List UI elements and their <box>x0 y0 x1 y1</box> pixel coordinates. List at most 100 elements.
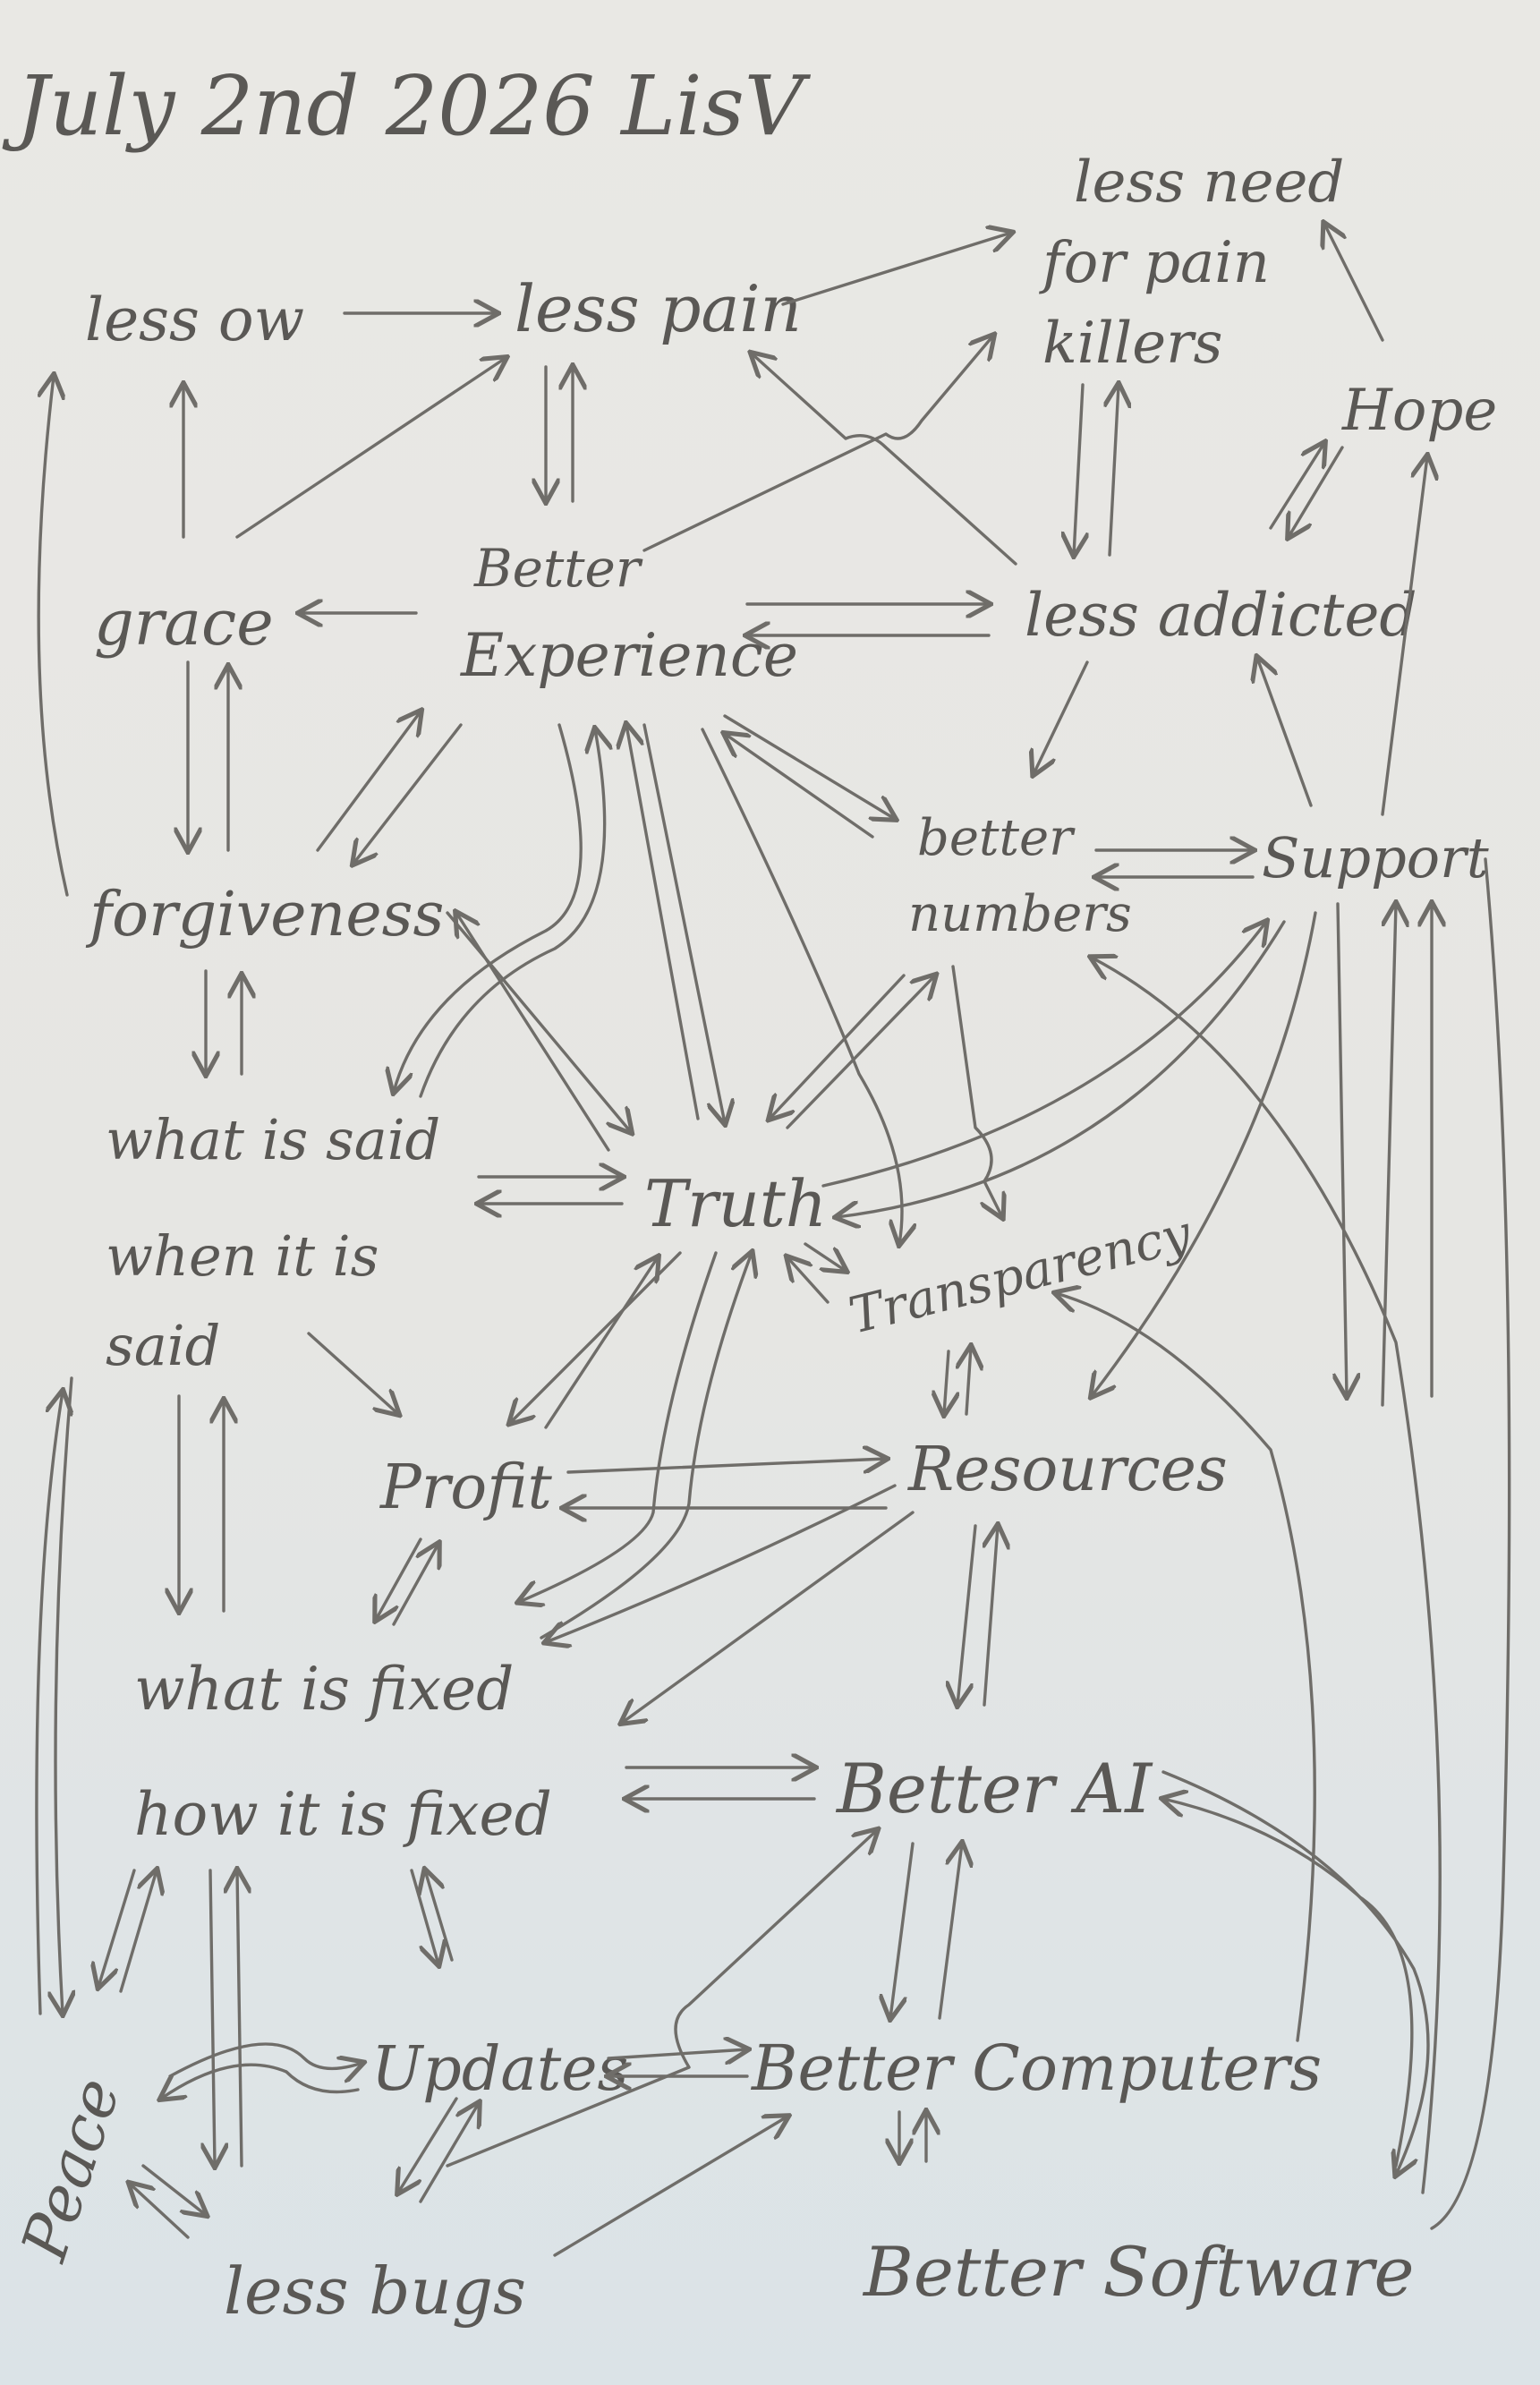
edge-resources-up-support <box>1381 904 1396 1407</box>
page-title: July 2nd 2026 LisV <box>2 58 812 154</box>
node-what-is-said-line2: when it is <box>106 1223 379 1289</box>
edge-fixed-to-truth <box>540 1253 752 1640</box>
edge-hope-to-less-need <box>1324 224 1384 342</box>
node-hope: Hope <box>1341 378 1497 444</box>
edge-fixed-to-bugs <box>210 1869 215 2166</box>
node-better-computers: Better Computers <box>750 2032 1322 2105</box>
edge-profit-to-resources <box>566 1459 886 1474</box>
edge-transparency-to-truth <box>787 1257 830 1304</box>
edge-less-addicted-to-better-numbers <box>1034 660 1089 774</box>
edge-resources-to-fixed-2 <box>546 1484 897 1642</box>
edges <box>37 224 1511 2257</box>
edge-updates-to-fixed <box>425 1870 454 1962</box>
node-better-software: Better Software <box>862 2232 1415 2312</box>
node-peace: Peace <box>7 2069 135 2270</box>
edge-truth-to-forgiveness <box>456 913 610 1152</box>
edge-updates-to-peace <box>161 2063 360 2099</box>
edge-peace-to-updates <box>168 2042 362 2076</box>
edge-grace-to-less-pain <box>235 358 506 539</box>
edge-forgiveness-to-exp <box>316 711 421 852</box>
edge-forgiveness-to-truth <box>446 911 631 1132</box>
edge-fixed-to-profit <box>392 1544 438 1626</box>
edge-better-exp-to-transparency <box>701 728 902 1244</box>
edge-truth-to-profit <box>510 1251 682 1423</box>
edge-truth-to-exp <box>626 725 700 1120</box>
edge-updates-to-ai <box>446 1830 877 2168</box>
node-grace: grace <box>94 586 274 660</box>
edge-less-addicted-up <box>1110 385 1119 557</box>
edge-profit-to-fixed <box>376 1537 422 1620</box>
edge-resources-to-fixed <box>622 1511 915 1723</box>
edge-software-to-better-numbers <box>1092 958 1442 2194</box>
edge-support-to-hope <box>1381 456 1427 816</box>
node-less-bugs: less bugs <box>224 2253 526 2329</box>
node-less-pain: less pain <box>515 271 802 346</box>
node-what-is-said-line1: what is said <box>106 1107 440 1172</box>
node-what-is-fixed-line1: what is fixed <box>134 1655 514 1724</box>
edge-truth-to-support <box>821 922 1266 1188</box>
edge-software-to-better-ai <box>1163 1799 1414 2168</box>
edge-truth-to-fixed <box>519 1251 718 1602</box>
node-less-need-line2: for pain <box>1039 230 1270 296</box>
node-resources: Resources <box>906 1435 1228 1505</box>
edge-less-ow-loop <box>37 376 69 897</box>
node-better-experience-line1: Better <box>473 538 643 599</box>
edge-better-exp-to-less-need <box>642 336 993 552</box>
edge-resources-to-transparency <box>966 1347 971 1416</box>
node-less-ow: less ow <box>85 285 304 354</box>
edge-updates-to-computers <box>607 2049 747 2058</box>
edge-less-bugs-to-computers <box>553 2117 787 2257</box>
node-profit: Profit <box>379 1452 553 1523</box>
edge-truth-to-transparency <box>804 1242 846 1271</box>
edge-resources-to-ai <box>957 1524 977 1705</box>
node-what-is-said-line3: said <box>106 1313 220 1378</box>
node-less-addicted: less addicted <box>1025 581 1417 650</box>
edge-support-to-truth <box>837 920 1286 1217</box>
edge-computers-to-ai <box>938 1844 962 2020</box>
edge-support-to-resources <box>1092 911 1317 1396</box>
node-how-it-is-fixed-line2: how it is fixed <box>134 1780 552 1849</box>
node-less-need-line1: less need <box>1074 149 1344 216</box>
edge-ai-to-resources <box>984 1526 998 1707</box>
edge-peace-to-bugs <box>141 2164 206 2215</box>
edge-bugs-to-peace <box>130 2184 190 2239</box>
edge-support-to-less-addicted <box>1257 658 1313 807</box>
edge-exp-to-truth <box>642 723 725 1123</box>
node-forgiveness: forgiveness <box>85 880 444 950</box>
edge-exp-to-numbers <box>723 714 895 819</box>
node-better-experience-line2: Experience <box>460 621 798 690</box>
edge-numbers-to-truth <box>770 974 906 1119</box>
edge-less-addicted-to-less-pain <box>752 353 1017 566</box>
edge-bugs-to-fixed <box>237 1870 242 2168</box>
edge-said-up-to-exp <box>419 729 605 1098</box>
edge-said-to-peace <box>55 1376 72 2014</box>
node-less-need-line3: killers <box>1042 311 1223 377</box>
edge-peace-to-said <box>35 1392 63 2015</box>
node-better-numbers-line2: numbers <box>908 885 1132 943</box>
edge-bugs-to-updates <box>419 2103 479 2203</box>
edge-less-pain-to-less-need <box>781 233 1011 306</box>
node-better-numbers-line1: better <box>917 809 1076 867</box>
edge-updates-to-bugs <box>398 2097 458 2193</box>
edge-profit-to-truth <box>544 1257 658 1429</box>
node-truth: Truth <box>644 1166 827 1241</box>
edges-bidirectional <box>35 367 1432 2239</box>
edge-numbers-to-exp <box>725 734 874 839</box>
edge-truth-to-numbers <box>786 975 935 1129</box>
edge-hope-to-less-addicted <box>1289 446 1344 537</box>
node-better-ai: Better AI <box>835 1749 1153 1828</box>
edge-transparency-to-resources <box>944 1350 949 1414</box>
edge-ai-to-computers <box>890 1842 915 2018</box>
edge-support-to-software <box>1430 857 1511 2230</box>
edge-peace-to-fixed <box>119 1870 157 1993</box>
edge-support-to-resources-2 <box>1338 902 1347 1396</box>
edge-less-addicted-to-hope <box>1269 443 1324 530</box>
edge-ai-to-software <box>1161 1770 1430 2175</box>
edge-exp-to-forgiveness <box>353 723 463 864</box>
edge-said-to-profit <box>307 1332 398 1414</box>
edge-less-need-down <box>1074 383 1083 555</box>
edge-better-computers-to-transparency <box>1056 1293 1316 2042</box>
edge-fixed-to-updates <box>410 1869 438 1964</box>
